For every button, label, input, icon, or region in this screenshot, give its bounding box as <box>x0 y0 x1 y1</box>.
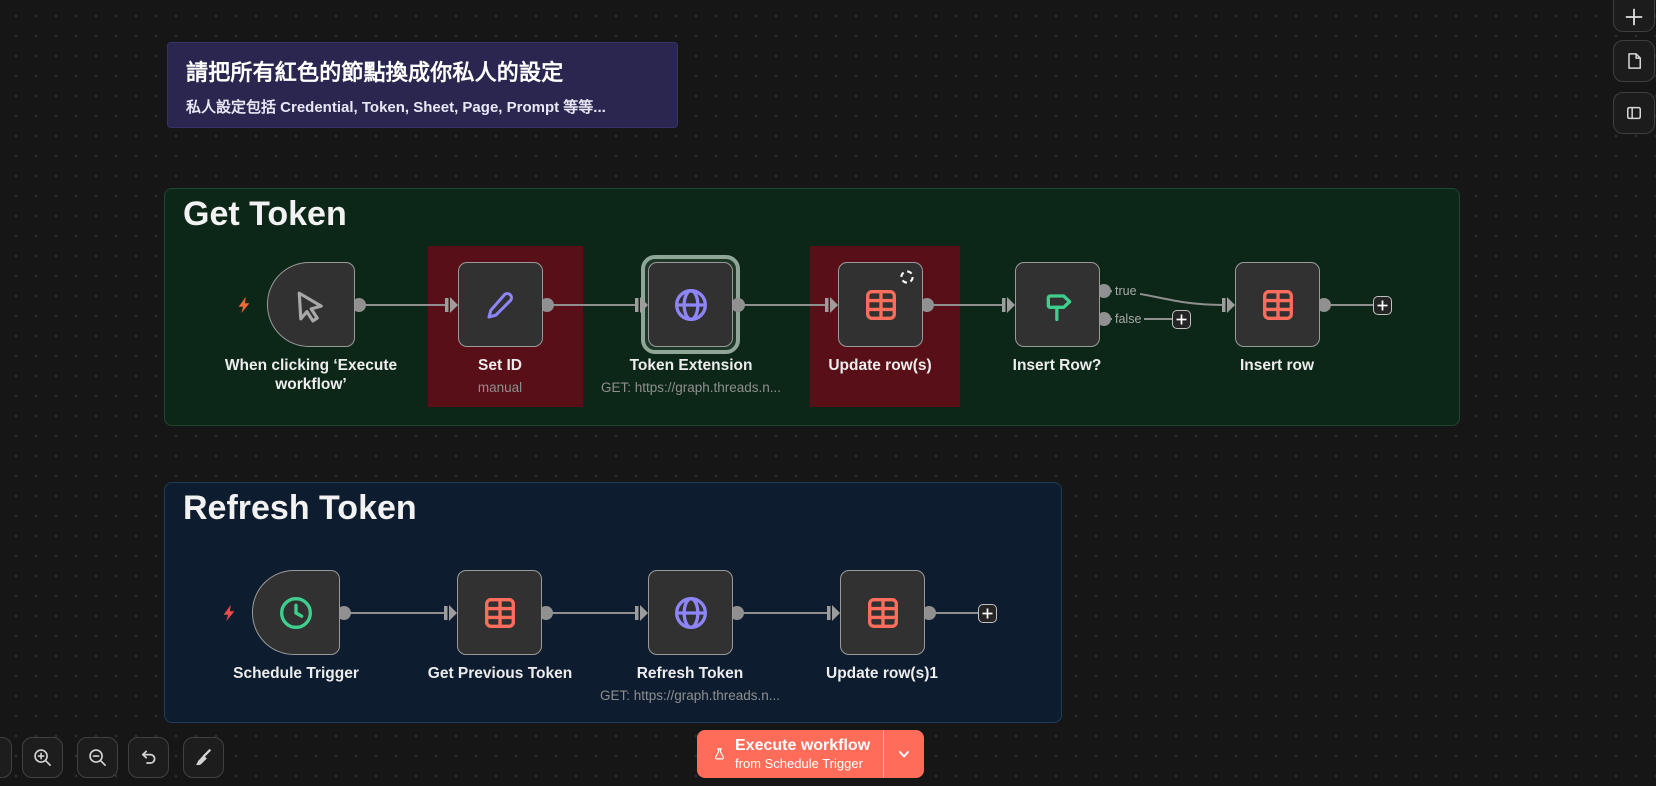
group-title-refresh-token: Refresh Token <box>183 489 417 527</box>
node-when-clicking-execute-workflow[interactable] <box>267 262 355 347</box>
panel-toggle-rail-button[interactable] <box>1613 92 1655 134</box>
sync-icon <box>900 270 914 284</box>
add-node-icon <box>1625 8 1643 26</box>
node-insert-row-if[interactable] <box>1015 262 1100 347</box>
sticky-note-rail-button[interactable] <box>1613 40 1655 82</box>
node-update-rows-1[interactable] <box>840 570 925 655</box>
cursor-icon <box>297 291 323 322</box>
tidy-up-button[interactable] <box>183 737 224 778</box>
schedule-trigger-bolt-icon <box>223 604 235 622</box>
toolbar-button-partial[interactable] <box>0 737 12 778</box>
node-schedule-trigger[interactable] <box>252 570 340 655</box>
globe-icon <box>674 288 707 321</box>
tidy-up-broom-icon <box>195 749 211 766</box>
panel-toggle-icon <box>1627 106 1641 120</box>
execute-button-divider <box>883 730 884 778</box>
sheets-table-icon <box>865 289 896 320</box>
output-label-true: true <box>1112 284 1140 298</box>
output-label-false: false <box>1112 312 1145 326</box>
flask-icon <box>714 747 725 759</box>
node-caption: Insert Row? <box>1012 357 1102 374</box>
sheets-table-icon <box>867 597 898 628</box>
sheets-table-icon <box>1262 289 1293 320</box>
globe-icon <box>674 596 707 629</box>
node-caption: Update row(s)1 <box>826 665 938 682</box>
node-update-rows[interactable] <box>838 262 923 347</box>
sticky-note-title: 請把所有紅色的節點換成你私人的設定 <box>186 60 564 85</box>
manual-trigger-bolt-icon <box>238 296 250 314</box>
sticky-note[interactable]: 請把所有紅色的節點換成你私人的設定 私人設定包括 Credential, Tok… <box>167 42 678 128</box>
add-node-button-update-rows-1[interactable] <box>978 604 997 623</box>
sticky-note-icon <box>1628 53 1641 69</box>
execute-workflow-label: Execute workflow <box>735 737 871 754</box>
node-set-id[interactable] <box>458 262 543 347</box>
node-get-previous-token[interactable] <box>457 570 542 655</box>
add-node-rail-button[interactable] <box>1613 0 1655 32</box>
undo-button[interactable] <box>128 737 169 778</box>
execute-workflow-button[interactable]: Execute workflow from Schedule Trigger <box>697 730 924 778</box>
execute-workflow-sublabel: from Schedule Trigger <box>735 756 863 771</box>
zoom-in-button[interactable] <box>22 737 63 778</box>
node-refresh-token[interactable] <box>648 570 733 655</box>
undo-icon <box>141 750 156 764</box>
node-insert-row[interactable] <box>1235 262 1320 347</box>
zoom-in-icon <box>34 749 51 766</box>
add-node-button-insert-row[interactable] <box>1373 296 1392 315</box>
node-token-extension[interactable] <box>648 262 733 347</box>
sheets-table-icon <box>484 597 515 628</box>
node-caption: Token Extension GET: https://graph.threa… <box>600 357 782 395</box>
execute-workflow-main[interactable]: Execute workflow from Schedule Trigger <box>697 730 883 778</box>
chevron-down-icon <box>899 751 909 758</box>
node-caption: Schedule Trigger <box>233 665 359 682</box>
node-caption: Get Previous Token <box>427 665 573 682</box>
group-title-get-token: Get Token <box>183 195 347 233</box>
sticky-note-subtitle: 私人設定包括 Credential, Token, Sheet, Page, P… <box>186 99 606 116</box>
pencil-icon <box>486 291 513 319</box>
zoom-out-icon <box>89 749 106 766</box>
node-caption: Update row(s) <box>828 357 932 374</box>
node-caption: Refresh Token GET: https://graph.threads… <box>599 665 781 703</box>
add-node-button-false-branch[interactable] <box>1172 310 1191 329</box>
signpost-icon <box>1046 293 1071 321</box>
clock-icon <box>279 596 313 629</box>
node-caption: Insert row <box>1239 357 1315 374</box>
zoom-out-button[interactable] <box>77 737 118 778</box>
execute-workflow-dropdown[interactable] <box>884 730 924 778</box>
node-caption: When clicking ‘Execute workflow’ <box>224 357 398 393</box>
node-caption: Set ID manual <box>477 357 523 395</box>
